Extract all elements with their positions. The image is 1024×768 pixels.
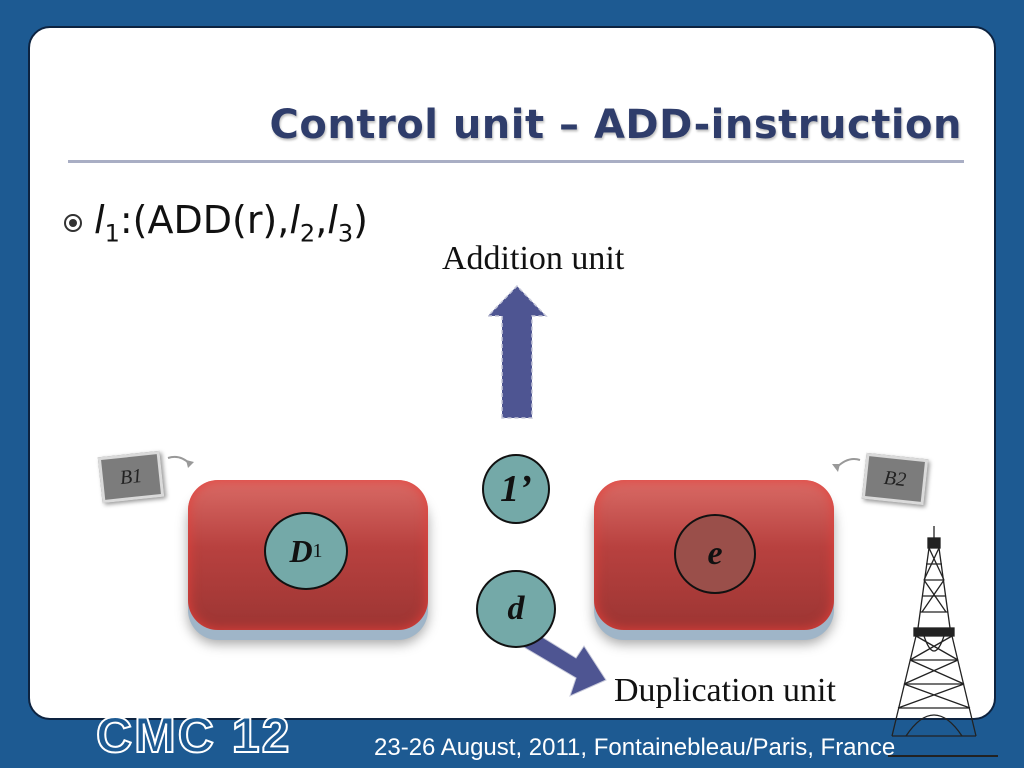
eiffel-tower-icon bbox=[888, 526, 998, 757]
label-l1-sub: 1 bbox=[104, 219, 120, 248]
label-l3: l bbox=[327, 198, 338, 242]
slide-panel: Control unit – ADD-instruction l1:(ADD(r… bbox=[28, 26, 996, 720]
close-paren: ) bbox=[353, 198, 368, 242]
instruction-formula: l1:(ADD(r),l2,l3) bbox=[94, 198, 368, 248]
duplication-unit-label: Duplication unit bbox=[614, 672, 836, 709]
instruction-bullet: l1:(ADD(r),l2,l3) bbox=[64, 198, 368, 248]
comma: , bbox=[315, 198, 328, 242]
tag-left-pointer-head-icon bbox=[186, 460, 194, 468]
label-l1: l bbox=[94, 198, 105, 242]
instruction-body: :(ADD(r), bbox=[119, 198, 290, 242]
title-divider bbox=[68, 160, 964, 163]
object-e: e bbox=[674, 514, 756, 594]
object-d1-sub: 1 bbox=[312, 539, 323, 562]
tag-right-pointer-head-icon bbox=[832, 464, 840, 472]
diagram-arrows bbox=[167, 284, 861, 697]
object-d: d bbox=[476, 570, 556, 648]
slide-title: Control unit – ADD-instruction bbox=[269, 102, 962, 148]
tag-b1: B1 bbox=[97, 450, 165, 504]
label-l3-sub: 3 bbox=[337, 219, 354, 248]
cmc-logo: CMC 12 bbox=[95, 706, 292, 764]
addition-unit-label: Addition unit bbox=[442, 240, 625, 277]
object-one-prime: 1’ bbox=[482, 454, 550, 524]
object-d1-letter: D bbox=[289, 532, 313, 569]
tag-right-pointer-icon bbox=[835, 458, 861, 469]
label-l2-sub: 2 bbox=[299, 219, 316, 248]
tag-b2: B2 bbox=[861, 452, 929, 506]
up-arrow-icon bbox=[486, 284, 548, 419]
bullet-icon bbox=[64, 213, 82, 232]
label-l2: l bbox=[289, 198, 300, 242]
event-info: 23-26 August, 2011, Fontainebleau/Paris,… bbox=[374, 734, 896, 761]
